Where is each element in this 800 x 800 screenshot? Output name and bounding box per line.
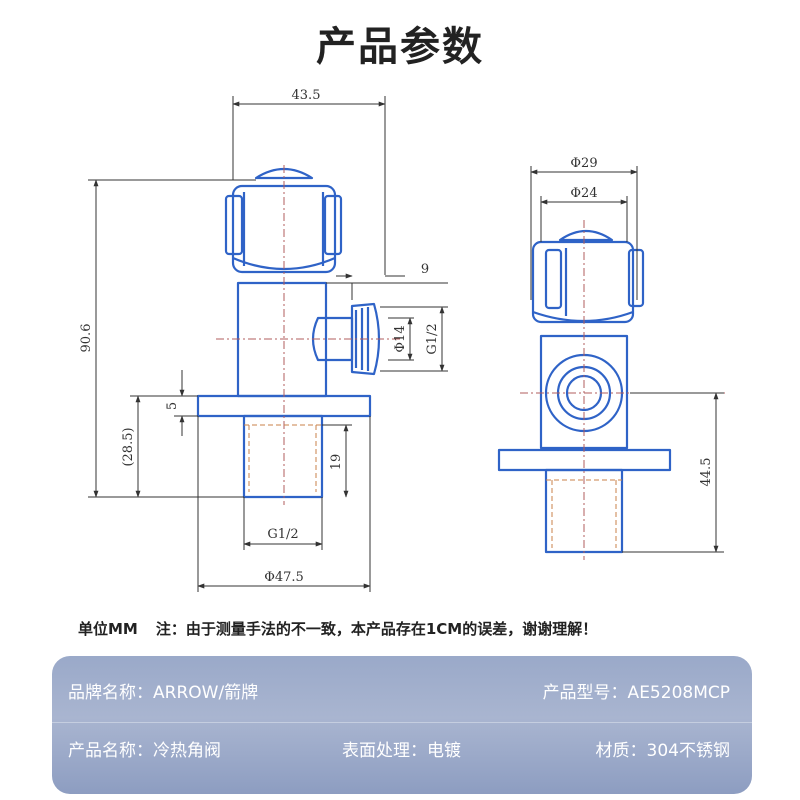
spec-row-2: 产品名称：冷热角阀 表面处理：电镀 材质：304不锈钢 xyxy=(52,736,752,766)
dim-height-total: 90.6 xyxy=(79,324,94,353)
side-handle xyxy=(531,229,645,324)
page-title: 产品参数 xyxy=(316,24,484,70)
front-hidden-lines xyxy=(244,424,322,492)
spec-brand: 品牌名称：ARROW/箭牌 xyxy=(68,683,259,703)
spec-row-1: 品牌名称：ARROW/箭牌 产品型号：AE5208MCP xyxy=(52,678,752,708)
measurement-note: 单位MM 注：由于测量手法的不一致，本产品存在1CM的误差，谢谢理解！ xyxy=(78,618,758,639)
dim-flange-dia: Φ47.5 xyxy=(264,570,304,585)
front-dimensions xyxy=(88,96,448,592)
front-centerlines xyxy=(216,165,400,505)
side-hidden-lines xyxy=(546,479,622,548)
valve-technical-drawing: 43.5 90.6 9 Φ14 G1/2 5 (28.5) 19 G1/2 Φ4… xyxy=(79,88,725,592)
dim-outlet-offset: 9 xyxy=(421,262,429,277)
dim-outlet-thread: G1/2 xyxy=(425,323,440,354)
dim-handle-dia-inner: Φ24 xyxy=(570,186,597,201)
spec-panel: 品牌名称：ARROW/箭牌 产品型号：AE5208MCP 产品名称：冷热角阀 表… xyxy=(52,656,752,794)
dim-handle-dia-outer: Φ29 xyxy=(570,156,597,171)
spec-divider xyxy=(52,722,752,723)
dim-width-top: 43.5 xyxy=(292,88,321,103)
dim-bottom-thread: G1/2 xyxy=(267,527,298,542)
front-view xyxy=(196,167,381,499)
dim-thread-length: 19 xyxy=(329,454,344,471)
spec-surface: 表面处理：电镀 xyxy=(342,741,461,761)
spec-model: 产品型号：AE5208MCP xyxy=(542,683,730,703)
front-thread-tube xyxy=(242,414,324,499)
spec-name: 产品名称：冷热角阀 xyxy=(68,741,221,761)
unit-label: 单位MM xyxy=(78,620,138,638)
dim-flange-thickness: 5 xyxy=(165,402,180,410)
note-text: 注：由于测量手法的不一致，本产品存在1CM的误差，谢谢理解！ xyxy=(155,620,598,638)
dim-outlet-dia: Φ14 xyxy=(393,325,408,352)
dim-side-height: 44.5 xyxy=(699,458,714,487)
side-centerlines xyxy=(520,220,725,560)
dim-lower-height: (28.5) xyxy=(121,427,136,466)
spec-material: 材质：304不锈钢 xyxy=(595,741,730,761)
side-dimensions xyxy=(530,166,724,553)
